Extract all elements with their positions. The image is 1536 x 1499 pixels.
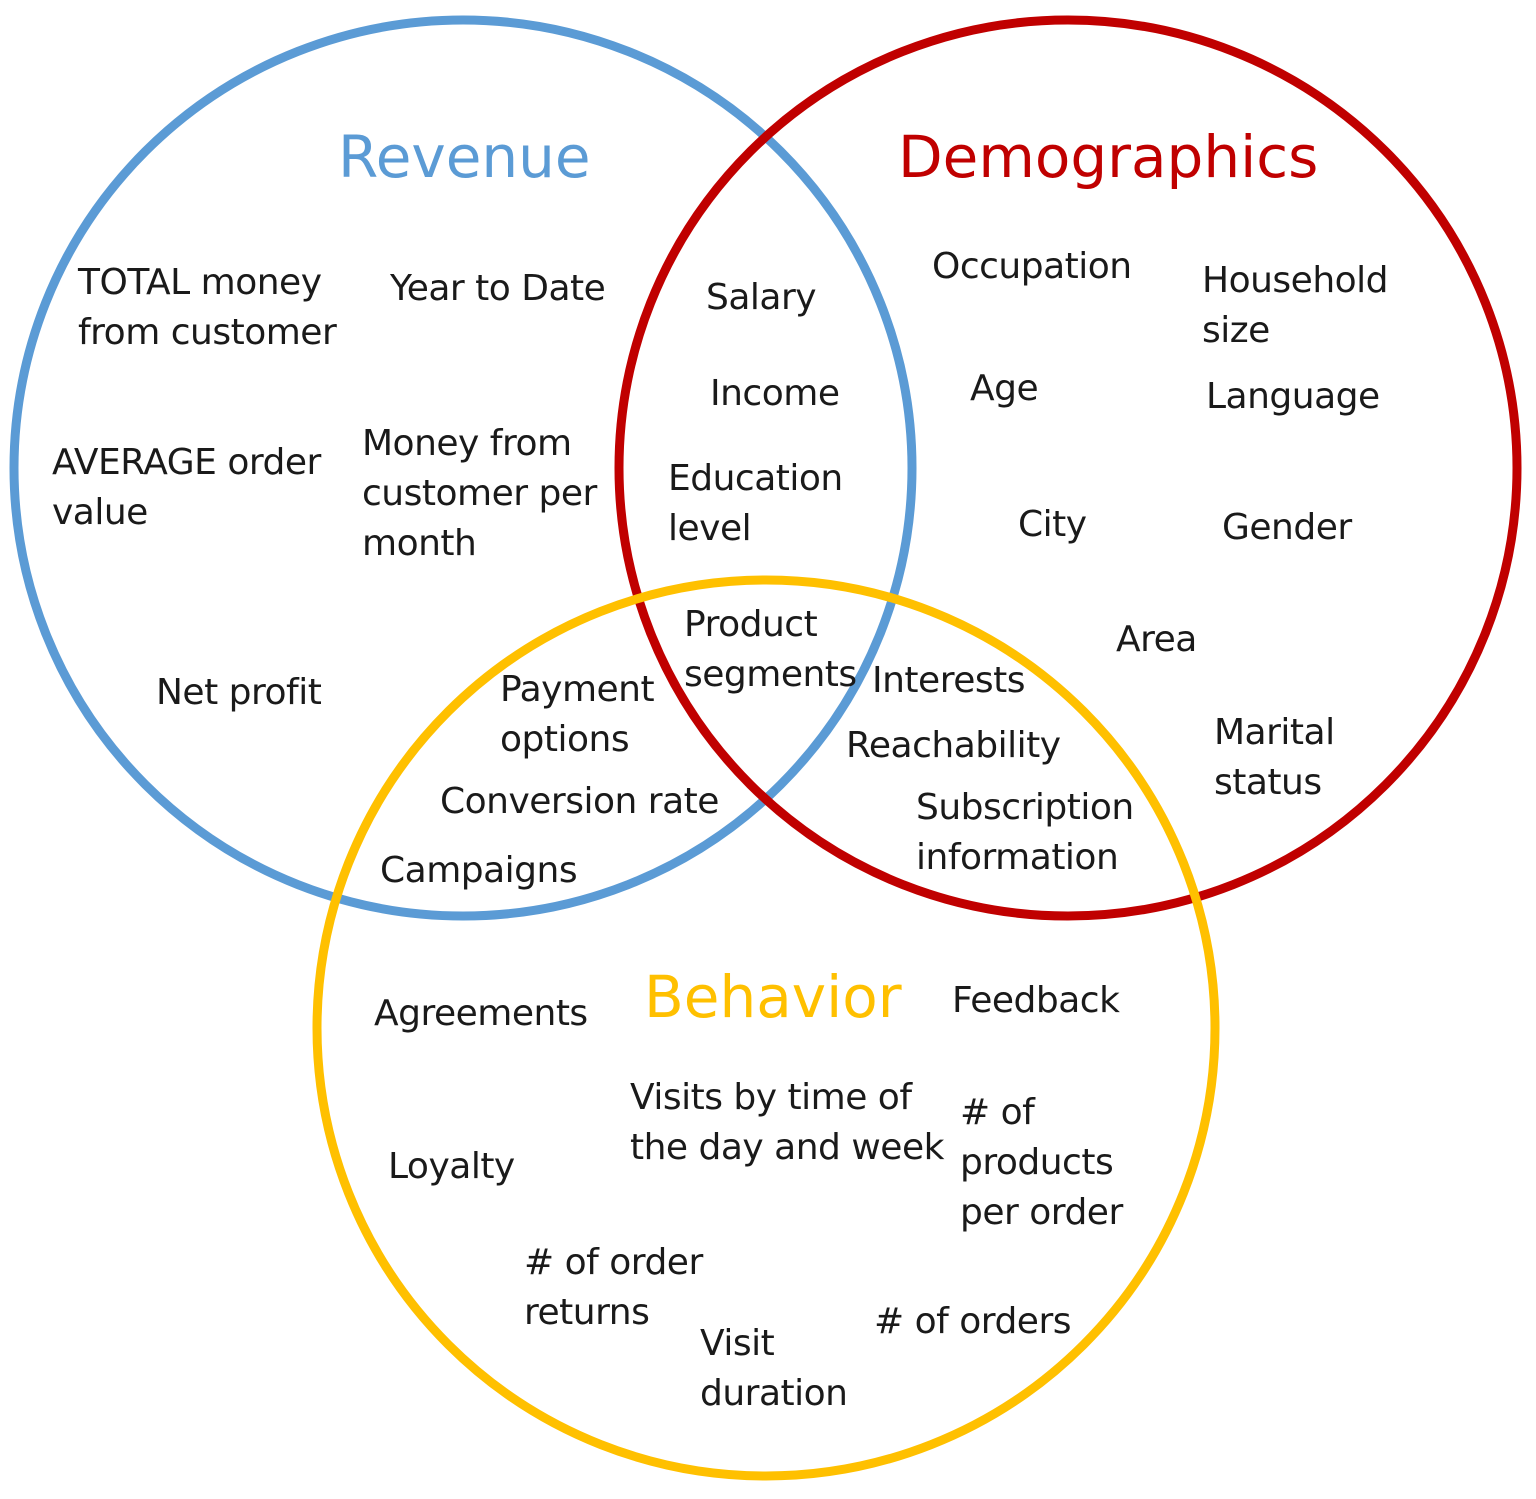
item-order-returns: # of order returns — [524, 1242, 703, 1333]
item-money-per-month: Money from customer per month — [362, 423, 597, 564]
item-education-level: Education level — [668, 458, 843, 549]
item-net-profit: Net profit — [156, 672, 322, 713]
item-campaigns: Campaigns — [380, 850, 578, 891]
behavior-title: Behavior — [644, 963, 902, 1031]
revenue-circle — [9, 15, 917, 921]
item-area: Area — [1116, 619, 1197, 660]
item-reachability: Reachability — [846, 725, 1061, 766]
item-city: City — [1018, 504, 1087, 545]
item-total-money: TOTAL money from customer — [78, 262, 337, 353]
item-gender: Gender — [1222, 507, 1352, 548]
item-income: Income — [710, 373, 840, 414]
item-salary: Salary — [706, 277, 817, 318]
item-year-to-date: Year to Date — [390, 268, 606, 309]
item-num-orders: # of orders — [874, 1301, 1072, 1342]
item-products-per-order: # of products per order — [960, 1092, 1123, 1233]
item-conversion-rate: Conversion rate — [440, 781, 719, 822]
item-visits-by-time: Visits by time of the day and week — [630, 1077, 944, 1168]
item-interests: Interests — [872, 660, 1025, 701]
item-age: Age — [970, 368, 1039, 409]
item-average-order-value: AVERAGE order value — [52, 442, 321, 533]
behavior-circle — [312, 575, 1220, 1481]
demographics-title: Demographics — [898, 123, 1319, 191]
revenue-title: Revenue — [338, 123, 591, 191]
item-product-segments: Product segments — [684, 604, 857, 695]
item-occupation: Occupation — [932, 246, 1132, 287]
item-visit-duration: Visit duration — [700, 1323, 848, 1414]
item-loyalty: Loyalty — [388, 1146, 515, 1187]
item-marital-status: Marital status — [1214, 712, 1335, 803]
item-language: Language — [1206, 376, 1380, 417]
item-subscription-information: Subscription information — [916, 787, 1134, 878]
item-household-size: Household size — [1202, 260, 1389, 351]
demographics-circle — [614, 15, 1522, 921]
item-payment-options: Payment options — [500, 669, 655, 760]
item-feedback: Feedback — [952, 980, 1120, 1021]
item-agreements: Agreements — [374, 993, 588, 1034]
